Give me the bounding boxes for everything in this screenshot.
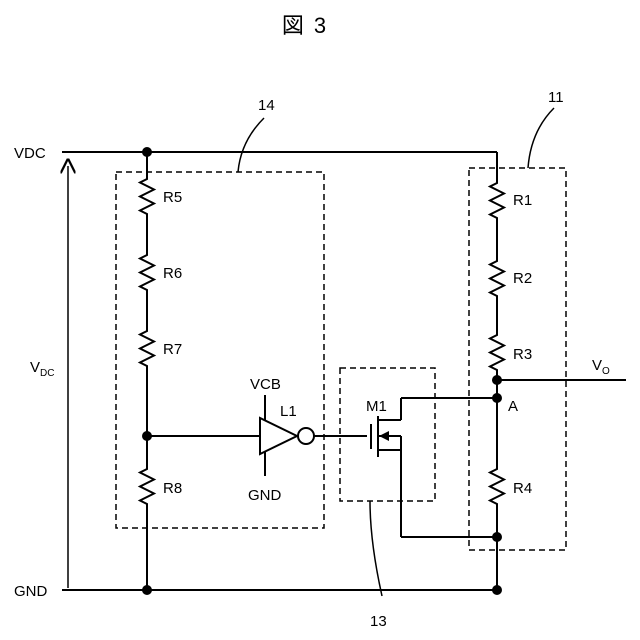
block-13-leader [370, 501, 382, 596]
inverter-supply-label: VCB [250, 376, 281, 393]
resistor-r4 [490, 464, 504, 506]
vdc-voltage-subscript: DC [40, 368, 54, 379]
junction-gnd-left [142, 585, 152, 595]
resistor-r1 [490, 178, 504, 220]
block-14-leader [238, 118, 264, 172]
resistor-r2-label: R2 [513, 270, 532, 287]
output-voltage-subscript: O [602, 366, 610, 377]
vdc-rail-label: VDC [14, 145, 46, 162]
resistor-r7-label: R7 [163, 341, 182, 358]
resistor-r7 [140, 326, 154, 368]
block-11-leader [528, 108, 554, 168]
output-voltage-main: V [592, 357, 602, 374]
vdc-voltage-label: VDC [30, 359, 54, 379]
junction-source [492, 532, 502, 542]
inverter-ground-label: GND [248, 487, 282, 504]
resistor-r2 [490, 256, 504, 298]
block-14-label: 14 [258, 97, 275, 114]
junction-gnd-right [492, 585, 502, 595]
resistor-r5-label: R5 [163, 189, 182, 206]
inverter-l1 [147, 395, 367, 476]
figure-title: 図 3 [282, 13, 328, 38]
resistor-r8 [140, 464, 154, 506]
resistor-r3-label: R3 [513, 346, 532, 363]
vdc-rail [62, 152, 497, 172]
junction-inverter-input [142, 431, 152, 441]
inverter-l1-label: L1 [280, 403, 297, 420]
block-11-label: 11 [548, 89, 564, 106]
junction-output [492, 375, 502, 385]
block-13-label: 13 [370, 613, 387, 630]
output-voltage-label: VO [592, 357, 610, 377]
junction-vdc-left [142, 147, 152, 157]
resistor-r4-label: R4 [513, 480, 532, 497]
transistor-m1 [371, 398, 497, 537]
resistor-r5 [140, 174, 154, 216]
vdc-voltage-main: V [30, 359, 40, 376]
resistor-r3 [490, 330, 504, 372]
junction-node-a [492, 393, 502, 403]
resistor-r8-label: R8 [163, 480, 182, 497]
resistor-r6-label: R6 [163, 265, 182, 282]
resistor-r6 [140, 250, 154, 292]
resistor-r1-label: R1 [513, 192, 532, 209]
gnd-rail-label: GND [14, 583, 48, 600]
node-a-label: A [508, 398, 518, 415]
transistor-m1-label: M1 [366, 398, 387, 415]
